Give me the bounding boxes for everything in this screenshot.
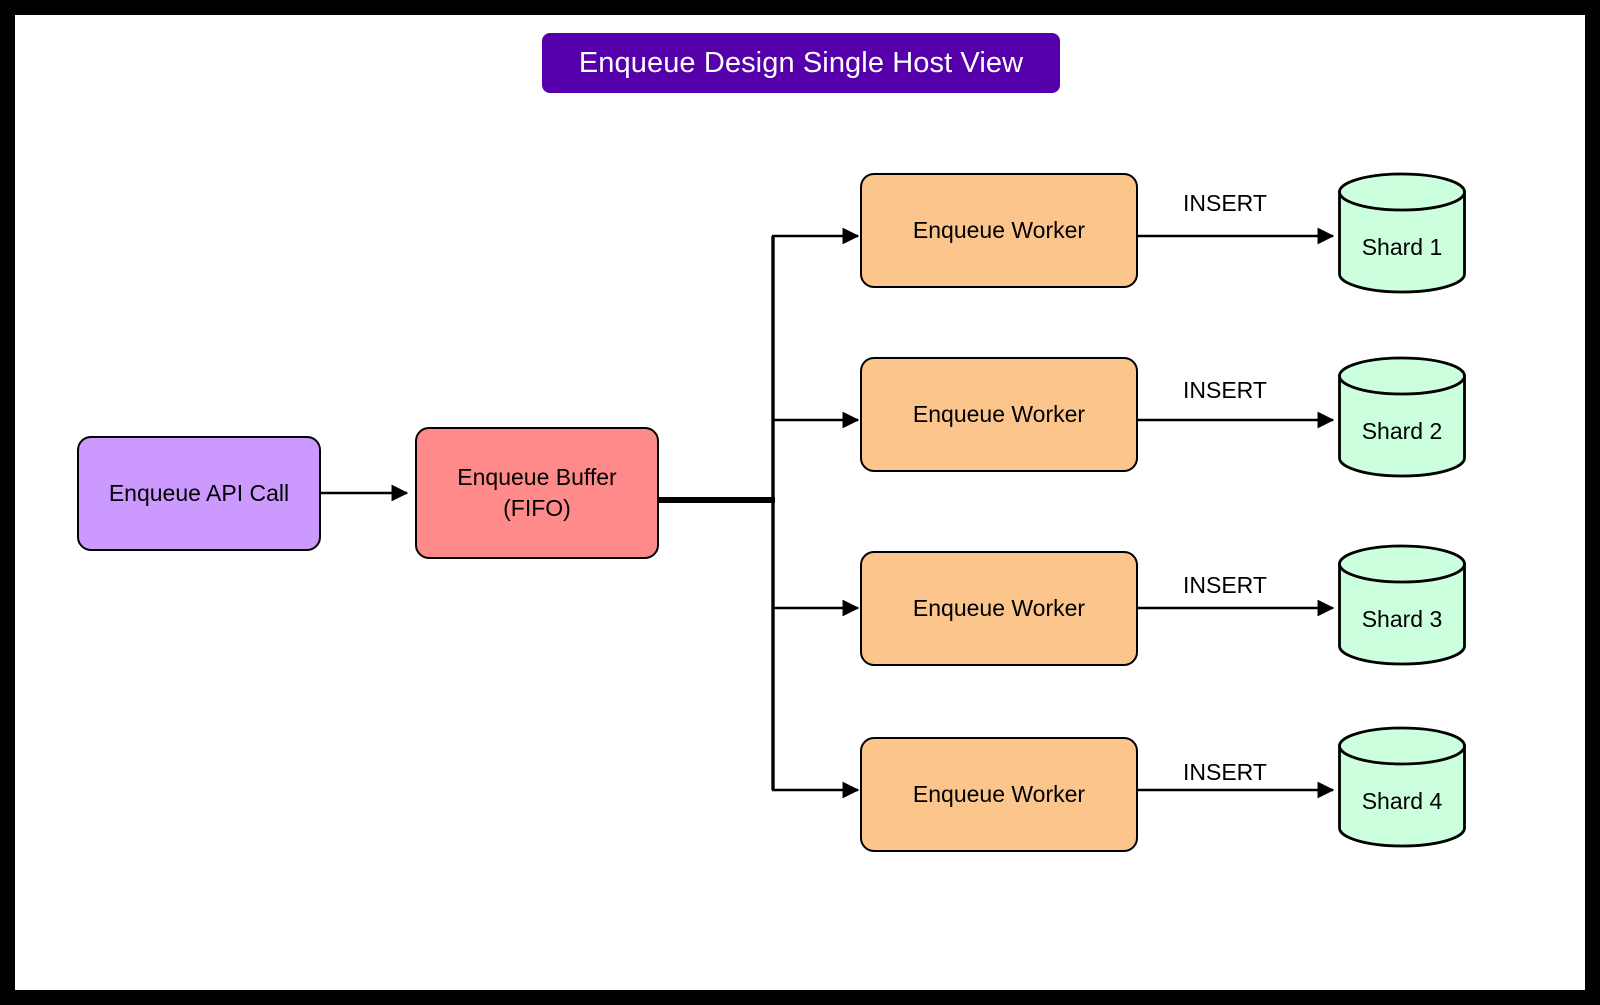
- node-enqueue-worker-4[interactable]: Enqueue Worker: [860, 737, 1138, 852]
- node-enqueue-buffer[interactable]: Enqueue Buffer (FIFO): [415, 427, 659, 559]
- node-enqueue-worker-1[interactable]: Enqueue Worker: [860, 173, 1138, 288]
- diagram-title-banner: Enqueue Design Single Host View: [542, 33, 1060, 93]
- node-shard-3[interactable]: Shard 3: [1337, 544, 1467, 666]
- edge-label-insert-1: INSERT: [1183, 190, 1267, 216]
- node-shard-2[interactable]: Shard 2: [1337, 356, 1467, 478]
- node-enqueue-worker-2[interactable]: Enqueue Worker: [860, 357, 1138, 472]
- node-label: Enqueue API Call: [108, 479, 290, 506]
- edge-label-insert-3: INSERT: [1183, 572, 1267, 598]
- diagram-canvas: Enqueue Design Single Host View Enqueue …: [15, 15, 1585, 990]
- edge-label-insert-4: INSERT: [1183, 759, 1267, 785]
- cylinder-shape: [1338, 544, 1466, 666]
- node-label: Enqueue Worker: [912, 780, 1086, 807]
- node-label: Enqueue Worker: [912, 594, 1086, 621]
- edge-label-insert-2: INSERT: [1183, 377, 1267, 403]
- cylinder-shape: [1338, 726, 1466, 848]
- node-label: Enqueue Buffer (FIFO): [457, 463, 617, 521]
- node-label: Enqueue Worker: [912, 216, 1086, 243]
- page-title: Enqueue Design Single Host View: [578, 46, 1024, 79]
- node-label: Enqueue Worker: [912, 400, 1086, 427]
- node-shard-4[interactable]: Shard 4: [1337, 726, 1467, 848]
- cylinder-shape: [1338, 356, 1466, 478]
- node-shard-1[interactable]: Shard 1: [1337, 172, 1467, 294]
- node-enqueue-worker-3[interactable]: Enqueue Worker: [860, 551, 1138, 666]
- node-enqueue-api-call[interactable]: Enqueue API Call: [77, 436, 321, 551]
- cylinder-shape: [1338, 172, 1466, 294]
